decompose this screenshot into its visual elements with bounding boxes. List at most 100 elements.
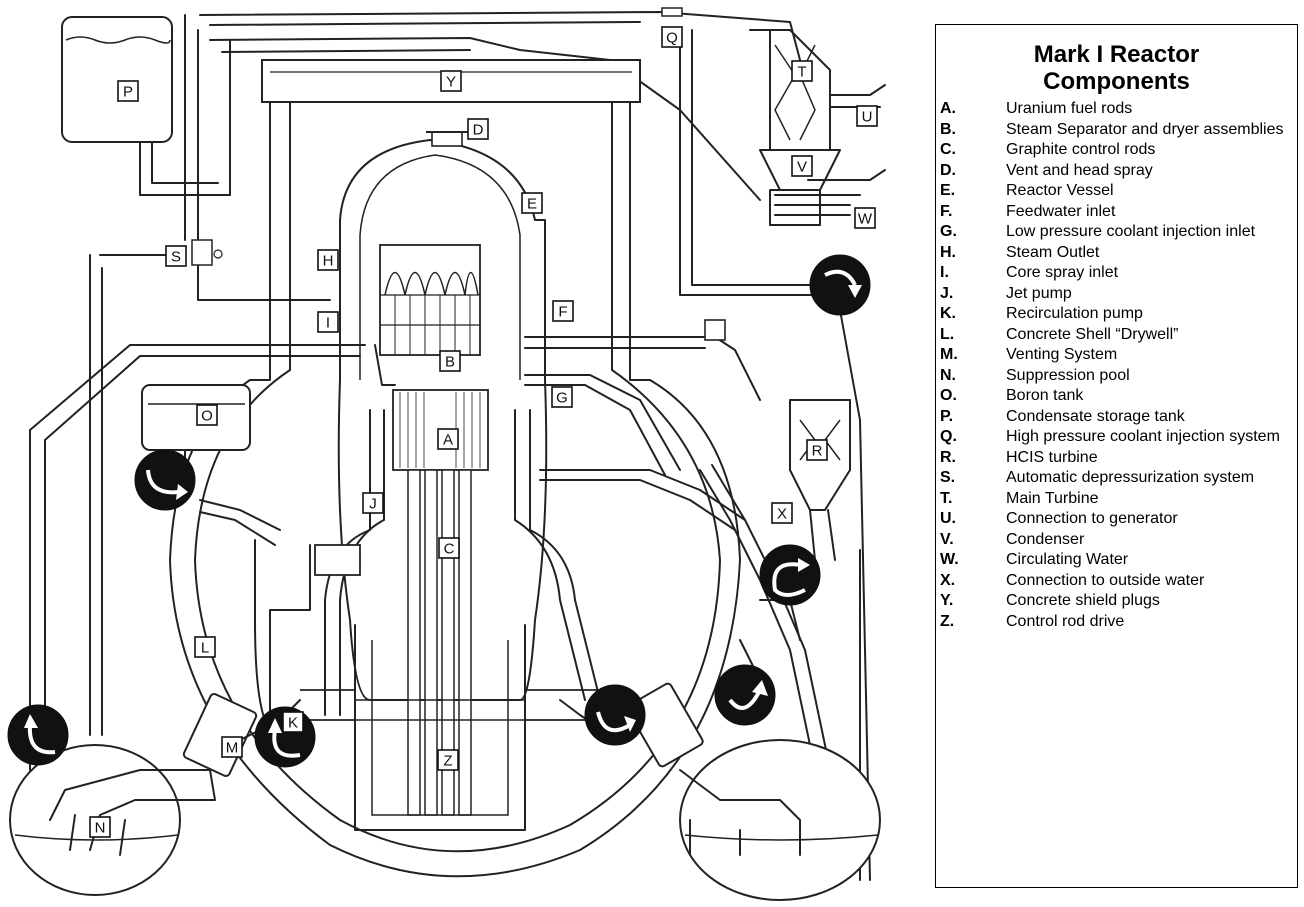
- label-S: S: [166, 246, 186, 266]
- legend-item-key: T.: [936, 489, 1006, 510]
- legend-item: D.Vent and head spray: [936, 161, 1289, 182]
- condensate-storage-tank: [62, 17, 172, 142]
- legend-item-text: Graphite control rods: [1006, 140, 1289, 161]
- label-A: A: [438, 429, 458, 449]
- legend-item-key: C.: [936, 140, 1006, 161]
- legend-item-text: Automatic depressurization system: [1006, 468, 1289, 489]
- legend-item-text: Control rod drive: [1006, 612, 1289, 633]
- label-H: H: [318, 250, 338, 270]
- legend-item: J.Jet pump: [936, 284, 1289, 305]
- feedwater-lines: [525, 320, 760, 530]
- legend-item-key: Y.: [936, 591, 1006, 612]
- pump-left-eccs: [8, 705, 68, 765]
- label-I: I: [318, 312, 338, 332]
- legend-item: M.Venting System: [936, 345, 1289, 366]
- svg-text:G: G: [556, 390, 568, 407]
- legend-item: K.Recirculation pump: [936, 304, 1289, 325]
- label-P: P: [118, 81, 138, 101]
- pump-hpci: [760, 545, 820, 605]
- legend-item: V.Condenser: [936, 530, 1289, 551]
- label-C: C: [439, 538, 459, 558]
- label-N: N: [90, 817, 110, 837]
- legend-item: W.Circulating Water: [936, 550, 1289, 571]
- label-R: R: [807, 440, 827, 460]
- label-T: T: [792, 61, 812, 81]
- legend-title-line2: Components: [946, 68, 1287, 95]
- legend-item: G.Low pressure coolant injection inlet: [936, 222, 1289, 243]
- legend-item: S.Automatic depressurization system: [936, 468, 1289, 489]
- svg-text:C: C: [444, 541, 455, 558]
- svg-text:J: J: [369, 496, 377, 513]
- svg-text:K: K: [288, 715, 298, 732]
- legend-item-key: F.: [936, 202, 1006, 223]
- legend-item: P.Condensate storage tank: [936, 407, 1289, 428]
- label-O: O: [197, 405, 217, 425]
- legend-item: Q.High pressure coolant injection system: [936, 427, 1289, 448]
- pump-right-eccs: [715, 665, 775, 725]
- svg-text:Y: Y: [446, 74, 456, 91]
- svg-text:E: E: [527, 196, 537, 213]
- svg-text:V: V: [797, 159, 807, 176]
- legend-item: I.Core spray inlet: [936, 263, 1289, 284]
- reactor-diagram: A B C D E F G H I J K L M N O P Q R S T …: [0, 0, 910, 907]
- legend-item-text: Uranium fuel rods: [1006, 99, 1289, 120]
- main-turbine: [750, 30, 885, 225]
- label-L: L: [195, 637, 215, 657]
- legend-item-text: Core spray inlet: [1006, 263, 1289, 284]
- legend-item-key: W.: [936, 550, 1006, 571]
- legend-item-text: Low pressure coolant injection inlet: [1006, 222, 1289, 243]
- legend-item-text: Steam Outlet: [1006, 243, 1289, 264]
- legend-item: E.Reactor Vessel: [936, 181, 1289, 202]
- legend-item-key: I.: [936, 263, 1006, 284]
- legend-item: X.Connection to outside water: [936, 571, 1289, 592]
- svg-text:O: O: [201, 408, 213, 425]
- legend-item-key: Z.: [936, 612, 1006, 633]
- legend-item-key: K.: [936, 304, 1006, 325]
- legend-title: Mark I Reactor Components: [946, 41, 1287, 95]
- svg-text:Z: Z: [443, 753, 452, 770]
- legend-item-text: HCIS turbine: [1006, 448, 1289, 469]
- legend-panel: Mark I Reactor Components A.Uranium fuel…: [935, 24, 1298, 888]
- legend-item: H.Steam Outlet: [936, 243, 1289, 264]
- legend-item: U.Connection to generator: [936, 509, 1289, 530]
- svg-text:Q: Q: [666, 30, 678, 47]
- steam-separator: [380, 245, 480, 355]
- svg-text:U: U: [862, 109, 873, 126]
- label-Y: Y: [441, 71, 461, 91]
- legend-item-key: N.: [936, 366, 1006, 387]
- legend-item: R.HCIS turbine: [936, 448, 1289, 469]
- legend-list: A.Uranium fuel rodsB.Steam Separator and…: [936, 99, 1297, 632]
- boron-tank: [142, 385, 250, 450]
- legend-item-key: E.: [936, 181, 1006, 202]
- pump-condensate: [810, 255, 870, 315]
- legend-item-text: Vent and head spray: [1006, 161, 1289, 182]
- legend-item-text: Jet pump: [1006, 284, 1289, 305]
- legend-title-line1: Mark I Reactor: [946, 41, 1287, 68]
- pump-boron: [135, 450, 195, 510]
- svg-text:W: W: [858, 211, 873, 228]
- label-D: D: [468, 119, 488, 139]
- label-U: U: [857, 106, 877, 126]
- svg-text:X: X: [777, 506, 787, 523]
- legend-item-text: Suppression pool: [1006, 366, 1289, 387]
- legend-item: L.Concrete Shell “Drywell”: [936, 325, 1289, 346]
- legend-item-text: Connection to generator: [1006, 509, 1289, 530]
- legend-item: O.Boron tank: [936, 386, 1289, 407]
- legend-item-text: Recirculation pump: [1006, 304, 1289, 325]
- suppression-pool-right: [680, 740, 880, 900]
- svg-text:R: R: [812, 443, 823, 460]
- legend-item-key: R.: [936, 448, 1006, 469]
- legend-item-key: H.: [936, 243, 1006, 264]
- legend-item-text: High pressure coolant injection system: [1006, 427, 1289, 448]
- legend-item-text: Venting System: [1006, 345, 1289, 366]
- svg-text:D: D: [473, 122, 484, 139]
- legend-item-key: Q.: [936, 427, 1006, 448]
- label-X: X: [772, 503, 792, 523]
- legend-item-text: Condenser: [1006, 530, 1289, 551]
- legend-item-text: Reactor Vessel: [1006, 181, 1289, 202]
- svg-text:B: B: [445, 354, 455, 371]
- legend-item: N.Suppression pool: [936, 366, 1289, 387]
- legend-item-key: J.: [936, 284, 1006, 305]
- legend-item-text: Boron tank: [1006, 386, 1289, 407]
- legend-item: C.Graphite control rods: [936, 140, 1289, 161]
